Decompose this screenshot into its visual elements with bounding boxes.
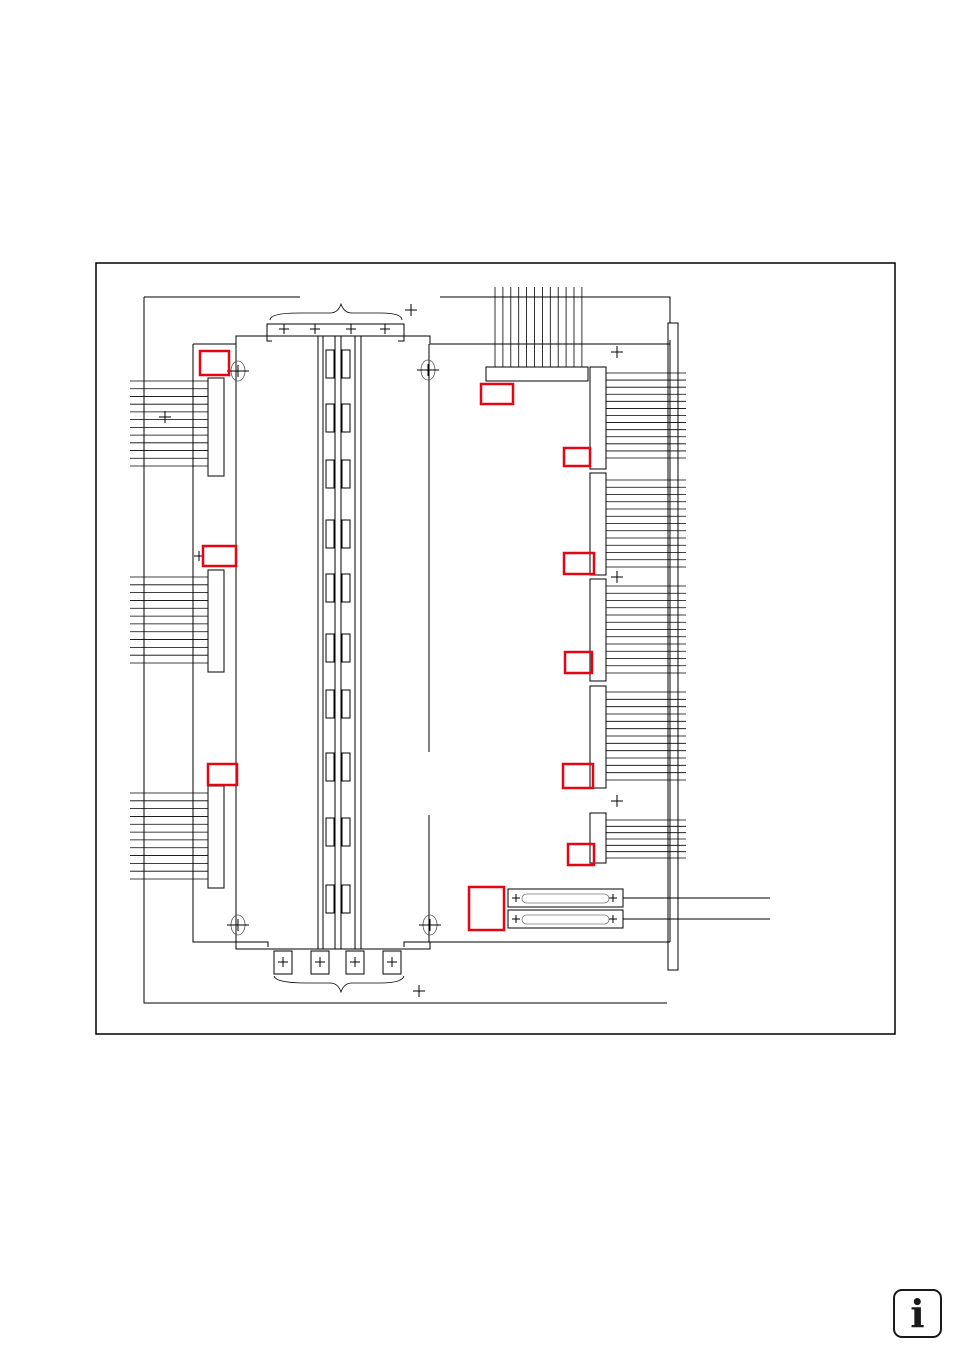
module-slot [325,519,335,549]
highlight-box [562,551,596,576]
crosshair-icon [611,571,623,583]
mounting-hole-icon [419,914,441,936]
right-connector [589,472,607,576]
crosshair-icon [413,985,425,997]
info-icon: i [893,1289,942,1338]
right-connector [589,685,607,789]
enclosure-left-bottom [143,297,667,1004]
module-slot [325,884,335,914]
mounting-hole-icon [227,360,249,382]
crosshair-icon [387,957,397,967]
module-slot [341,459,351,489]
outer-frame [95,262,896,1035]
left-connector [207,785,225,889]
highlight-box [198,349,231,377]
top-ribbon-connector [485,366,589,382]
module-slot [341,752,351,782]
crosshair-icon [159,411,171,423]
module-slot [325,633,335,663]
module-slot [341,403,351,433]
module-slot [341,519,351,549]
crosshair-icon [278,957,288,967]
module-slot [341,633,351,663]
pcb-notch [403,941,430,947]
right-connector [589,578,607,682]
crosshair-icon [279,324,289,334]
crosshair-icon [611,346,623,358]
pcb-notch [398,336,405,342]
top-connector-strip [266,323,405,337]
highlight-markers [198,349,596,932]
highlight-box [467,885,506,932]
crosshair-icon [310,324,320,334]
highlight-box [563,650,594,675]
pcb-notch [236,941,269,947]
crosshair-icon [611,795,623,807]
module-slot [325,403,335,433]
module-slot [325,459,335,489]
module-slot [325,349,335,379]
module-slot [341,884,351,914]
fuse-element [521,914,610,925]
crosshair-icon [609,894,617,902]
highlight-box [201,544,238,568]
pcb-notch [266,336,272,342]
module-slot [341,689,351,719]
crosshair-icon [405,304,417,316]
highlight-box [479,382,515,406]
highlight-box [561,762,595,790]
mounting-marks [159,304,623,997]
highlight-box [562,446,592,468]
crosshair-icon [315,957,325,967]
crosshair-icon [346,324,356,334]
crosshair-icon [512,894,520,902]
module-slot [325,817,335,847]
module-slot [325,752,335,782]
module-slot [325,573,335,603]
mounting-hole-icon [227,914,249,936]
highlight-box [206,762,239,787]
crosshair-icon [512,915,520,923]
crosshair-icon [350,957,360,967]
crosshair-icon [380,324,390,334]
module-slot [341,349,351,379]
mounting-hole-icon [417,359,439,381]
module-slot [341,817,351,847]
bottom-brace [273,975,405,994]
right-connector [589,812,607,864]
fuse-element [521,893,610,904]
highlight-box [566,842,596,867]
left-connector [207,569,225,673]
top-brace [269,302,403,321]
info-glyph: i [910,1291,925,1336]
diagram-lines [95,262,896,1035]
left-connector [207,377,225,477]
right-connector [589,366,607,470]
module-slot [341,573,351,603]
mounting-rail [667,322,679,971]
crosshair-icon [609,915,617,923]
module-slot [325,689,335,719]
